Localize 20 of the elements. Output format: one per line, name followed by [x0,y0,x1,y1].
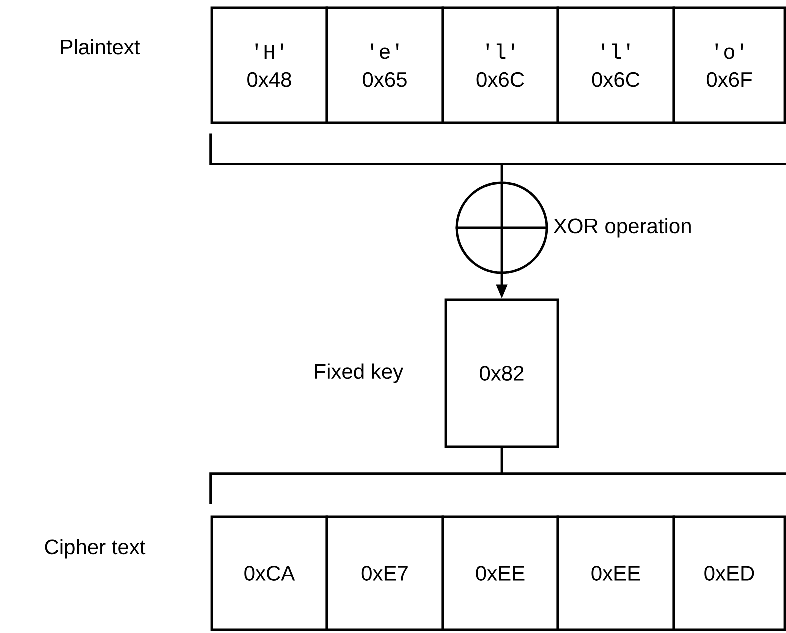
row-label: Plaintext [61,39,140,55]
xor-symbol [454,180,550,276]
row-label: Cipher text [45,539,146,559]
byte-cell: 'e' 0x65 [326,6,444,124]
byte-cell: 0xE7 [326,516,444,632]
byte-cell: 0xCA [210,516,328,632]
byte-cell: 0xEE [442,516,560,632]
byte-cell: 'l' 0x6C [556,6,676,124]
bracket [210,472,786,504]
connector-line [500,164,504,182]
byte-cell: 'l' 0x6C [442,6,560,124]
side-label: Fixed key [315,364,404,384]
bracket [210,134,786,166]
connector-line [500,448,504,474]
byte-cell: 'H' 0x48 [210,6,328,124]
byte-cell: 0xED [672,516,786,632]
byte-cell: 0xEE [556,516,676,632]
byte-cell: 'o' 0x6F [672,6,786,124]
side-label: XOR operation [554,218,691,238]
key-box: 0x82 [444,298,560,448]
